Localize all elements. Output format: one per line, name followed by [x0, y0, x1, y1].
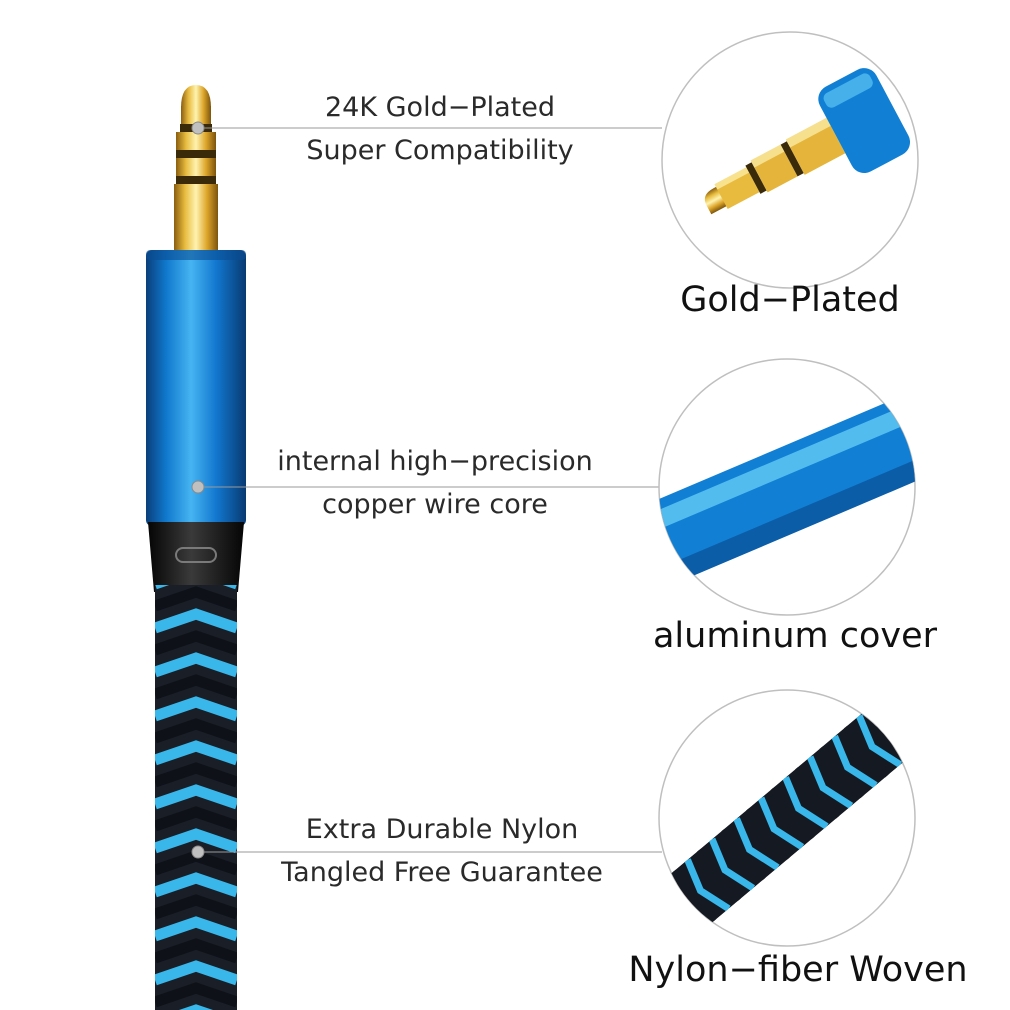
- gold-plated-callout: 24K Gold−Plated Super Compatibility: [250, 86, 630, 172]
- aluminum-cover-icon: [658, 358, 916, 616]
- callout-line: Extra Durable Nylon: [305, 814, 579, 845]
- braid-chevron: [155, 652, 237, 678]
- gold-plated-caption: Gold−Plated: [680, 280, 900, 320]
- gold-plug: [174, 85, 218, 252]
- braid-chevron: [782, 776, 829, 830]
- braid-chevron: [855, 714, 903, 768]
- callout-dots: [191, 121, 205, 859]
- braided-cable-icon: [658, 664, 962, 947]
- braid-chevron: [155, 586, 237, 612]
- braid-chevron: [904, 690, 915, 727]
- braid-chevron: [819, 745, 866, 799]
- braid-chevron: [155, 762, 237, 788]
- braid-chevron: [843, 724, 890, 778]
- braid-chevron: [806, 755, 854, 809]
- braid-chevron: [659, 899, 682, 946]
- braid-chevron: [155, 718, 237, 744]
- braid-chevron: [155, 894, 237, 920]
- braid-chevron: [892, 690, 915, 737]
- braid-chevron: [745, 806, 792, 861]
- braid-chevron: [155, 674, 237, 700]
- braid-chevron: [155, 740, 237, 766]
- braid-chevron: [155, 828, 237, 854]
- gold-plug-tip-icon: [661, 31, 919, 289]
- braid-chevron: [913, 664, 962, 719]
- black-sleeve: [148, 522, 244, 592]
- braid-chevron: [155, 960, 237, 986]
- braid-chevron: [684, 858, 731, 912]
- callout-line: Super Compatibility: [306, 135, 574, 166]
- braid-chevron: [155, 806, 237, 832]
- aluminum-cover-caption: aluminum cover: [652, 616, 938, 656]
- callout-line: copper wire core: [322, 489, 548, 520]
- braid-chevron: [155, 608, 237, 634]
- nylon-fiber-caption: Nylon−fiber Woven: [628, 950, 968, 990]
- callout-lines: [198, 127, 662, 853]
- braid-chevron: [155, 630, 237, 656]
- braid-chevron: [757, 796, 805, 850]
- braid-chevron: [155, 938, 237, 964]
- braid-chevron: [659, 889, 694, 943]
- braid-chevron: [721, 827, 768, 881]
- nylon-callout: Extra Durable Nylon Tangled Free Guarant…: [236, 808, 648, 894]
- braid-chevron: [155, 696, 237, 722]
- callout-line: 24K Gold−Plated: [324, 92, 555, 123]
- braid-chevron: [155, 784, 237, 810]
- braid-chevron: [770, 786, 817, 840]
- braid-chevron: [831, 734, 878, 789]
- braid-chevron: [155, 916, 237, 942]
- aluminum-housing: [146, 250, 246, 526]
- braid-chevron: [696, 848, 743, 902]
- callout-line: internal high−precision: [277, 446, 593, 477]
- braid-chevron: [708, 837, 756, 892]
- callout-line: Tangled Free Guarantee: [281, 857, 603, 888]
- braid-chevron: [155, 872, 237, 898]
- copper-core-callout: internal high−precision copper wire core: [240, 440, 630, 526]
- braid-chevron: [155, 982, 237, 1008]
- braided-cable: [155, 585, 237, 1010]
- braid-chevron: [794, 765, 841, 820]
- braid-chevron: [733, 817, 780, 871]
